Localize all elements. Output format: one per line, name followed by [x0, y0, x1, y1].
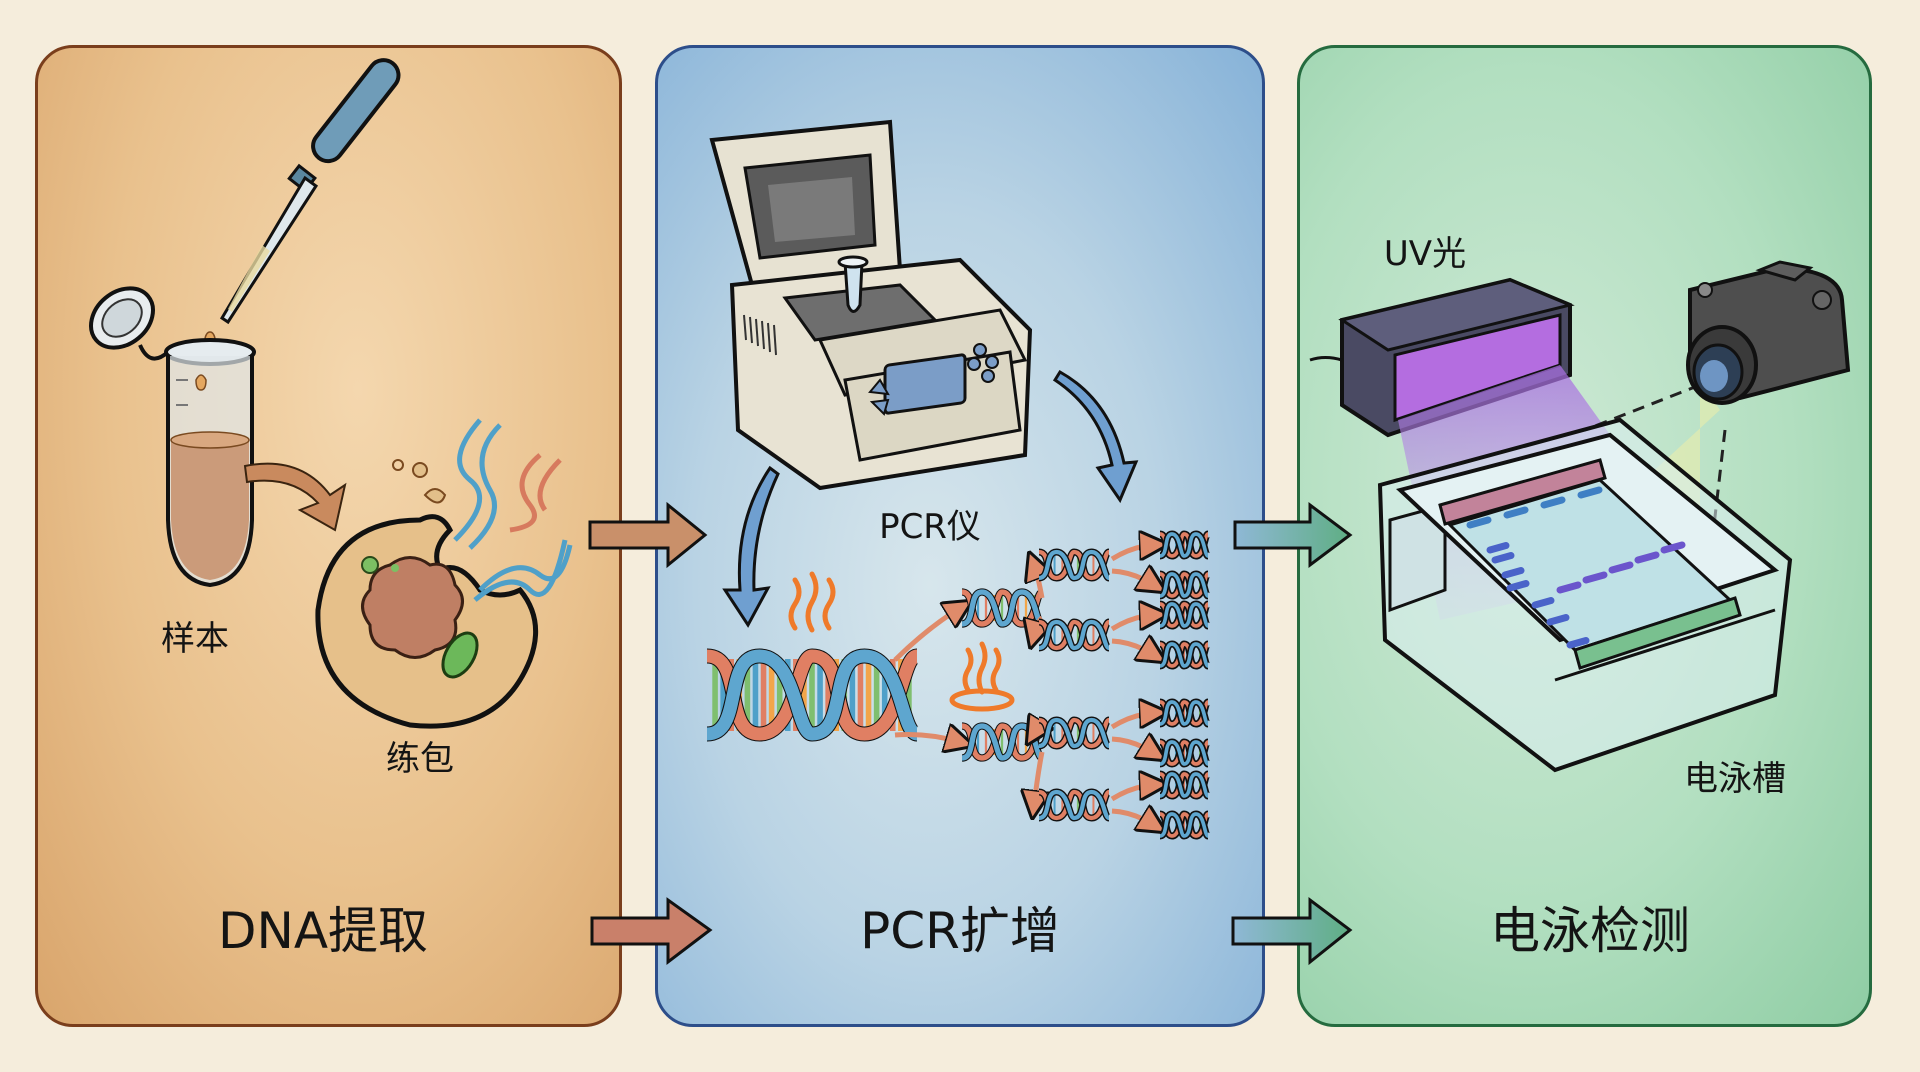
- dna-strand: [1038, 619, 1111, 651]
- dna-copy-icon: [1158, 530, 1212, 560]
- dna-copy-icon: [1158, 738, 1212, 768]
- dna-strand: [705, 649, 920, 741]
- dna-strand: [1159, 700, 1210, 726]
- uv-lamp-icon: [1309, 277, 1575, 438]
- replication-arrow: [893, 608, 960, 662]
- camera-icon: [1686, 260, 1851, 405]
- gel-band: [1566, 637, 1590, 649]
- gel-band: [1556, 581, 1582, 594]
- dna-strand: [1038, 549, 1111, 581]
- dna-strand: [1159, 812, 1210, 838]
- dna-strand: [1159, 602, 1210, 628]
- replication-arrow: [1034, 751, 1042, 805]
- dna-copy-icon: [1038, 548, 1111, 582]
- gel-band: [1506, 580, 1530, 592]
- gel-band: [1634, 551, 1660, 564]
- gel-band: [1501, 567, 1525, 579]
- gel-band: [1531, 597, 1555, 609]
- dna-helix-icon: [453, 418, 573, 602]
- gel-band: [1540, 496, 1566, 509]
- lysis-label: 练包: [386, 739, 454, 779]
- gel-band: [1491, 552, 1515, 564]
- gel-electrophoresis-tank-icon: [1377, 417, 1793, 773]
- heat-icon: [788, 571, 836, 633]
- gel-band: [1503, 506, 1529, 519]
- replication-arrow: [1110, 615, 1154, 632]
- gel-band: [1582, 571, 1608, 584]
- dna-copy-icon: [960, 722, 1045, 762]
- arrow-right-icon: [590, 897, 713, 966]
- dna-copy-icon: [1038, 716, 1111, 750]
- dna-copy-icon: [1038, 618, 1111, 652]
- arrow-tube-to-cell-icon: [243, 462, 347, 532]
- pcr-amplification-tree: [705, 530, 1212, 840]
- gel-band: [1660, 541, 1686, 554]
- dna-strand: [1159, 772, 1210, 798]
- heat-source-icon: [949, 641, 1015, 712]
- stage-title-dna-extraction: DNA提取: [218, 902, 428, 960]
- gel-bands: [1466, 486, 1686, 649]
- replication-arrow: [1110, 713, 1154, 730]
- dna-strand: [1038, 789, 1111, 821]
- dna-copy-icon: [1038, 788, 1111, 822]
- dna-strand: [1159, 642, 1210, 668]
- dna-strand: [1038, 717, 1111, 749]
- replication-arrow: [1111, 739, 1154, 753]
- dna-strand: [961, 589, 1044, 627]
- replication-arrow: [1110, 785, 1154, 802]
- dna-copy-icon: [1158, 640, 1212, 670]
- dna-strand: [705, 649, 920, 741]
- dna-copy-icon: [1158, 810, 1212, 840]
- dna-strand: [1038, 717, 1111, 749]
- curved-arrow-left-icon: [722, 465, 780, 628]
- dna-strand: [1038, 619, 1111, 651]
- uv-label: UV光: [1384, 234, 1466, 274]
- gel-band: [1546, 614, 1570, 626]
- tank-label: 电泳槽: [1684, 759, 1786, 799]
- sample-label: 样本: [161, 619, 229, 659]
- dna-copy-icon: [1158, 770, 1212, 800]
- dna-strand: [1159, 572, 1210, 598]
- dna-strand: [1159, 740, 1210, 766]
- replication-arrow: [1111, 571, 1154, 585]
- stage-title-pcr-amplification: PCR扩增: [860, 902, 1060, 960]
- replication-arrow: [1034, 615, 1042, 635]
- dna-strand: [961, 723, 1044, 761]
- thermal-cycler-icon: [709, 119, 1033, 491]
- microcentrifuge-tube-icon: [89, 286, 256, 588]
- arrow-right-icon: [588, 501, 708, 569]
- dna-strand: [1159, 532, 1210, 558]
- replication-arrow: [1034, 729, 1042, 733]
- curved-arrow-right-icon: [1052, 369, 1139, 504]
- replication-arrow: [1111, 811, 1154, 825]
- instrument-label: PCR仪: [879, 507, 981, 547]
- dna-copy-icon: [960, 588, 1045, 628]
- replication-arrow: [1034, 565, 1042, 599]
- pipette-icon: [204, 58, 401, 349]
- arrow-right-icon: [1233, 502, 1353, 568]
- dna-copy-icon: [1158, 570, 1212, 600]
- dna-copy-icon: [1158, 600, 1212, 630]
- replication-arrow: [1111, 641, 1154, 655]
- gel-band: [1608, 561, 1634, 574]
- stage-panel-dna-extraction: [35, 45, 622, 1027]
- lysed-cell-icon: [315, 459, 539, 729]
- gel-band: [1466, 516, 1492, 529]
- replication-arrow: [1110, 545, 1154, 562]
- dna-strand: [1038, 549, 1111, 581]
- stage-title-electrophoresis: 电泳检测: [1490, 902, 1690, 960]
- arrow-right-icon: [1231, 897, 1353, 966]
- dna-strand: [1038, 789, 1111, 821]
- gel-band: [1577, 486, 1603, 499]
- dna-copy-icon: [1158, 698, 1212, 728]
- dna-template-icon: [705, 648, 920, 742]
- replication-arrow: [894, 734, 960, 742]
- gel-band: [1486, 542, 1510, 554]
